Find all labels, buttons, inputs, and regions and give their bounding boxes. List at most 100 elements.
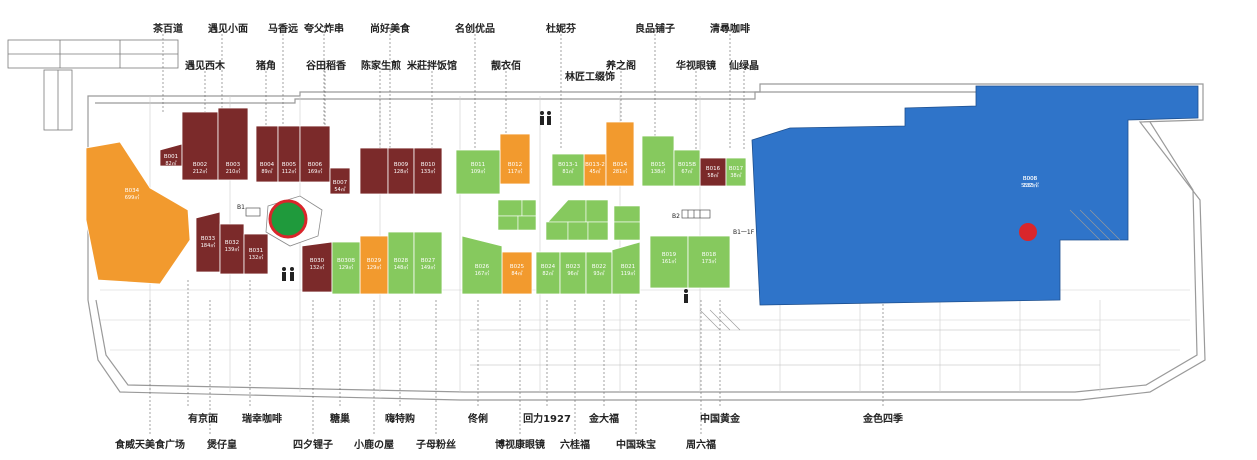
kiosk-b5[interactable] xyxy=(587,221,609,241)
unit-code-b001: B001 xyxy=(164,154,178,160)
unit-b011[interactable] xyxy=(455,149,501,195)
kiosk-c1[interactable] xyxy=(613,205,641,223)
building-outline xyxy=(87,83,1206,401)
top-store-label-3: 夸父炸串 xyxy=(304,24,344,35)
unit-b018[interactable] xyxy=(687,235,731,289)
unit-b013-1[interactable] xyxy=(551,153,585,187)
kiosk-b4[interactable] xyxy=(567,221,589,241)
unit-b031[interactable] xyxy=(243,233,269,275)
unit-code-b012: B012 xyxy=(508,162,522,168)
unit-code-b008: B008 xyxy=(1023,176,1038,182)
unit-area-b004: 89㎡ xyxy=(261,168,272,175)
unit-code-b011: B011 xyxy=(471,162,485,168)
unit-b007[interactable] xyxy=(329,167,351,195)
kiosk-b3[interactable] xyxy=(545,221,569,241)
unit-b014[interactable] xyxy=(605,121,635,187)
unit-area-b021: 119㎡ xyxy=(621,270,636,277)
unit-area-b022: 93㎡ xyxy=(593,270,604,277)
unit-b009[interactable] xyxy=(387,147,415,195)
unit-b025[interactable] xyxy=(501,251,533,295)
unit-area-b025: 84㎡ xyxy=(511,270,522,277)
unit-b015b[interactable] xyxy=(673,149,701,187)
bottom-store-label-14: 博视康眼镜 xyxy=(495,440,545,451)
escalator-structure xyxy=(7,39,179,131)
unit-b008b[interactable] xyxy=(359,147,389,195)
unit-b032[interactable] xyxy=(219,223,245,275)
unit-area-b001: 82㎡ xyxy=(165,160,176,167)
unit-code-b015: B015 xyxy=(651,162,666,168)
top-store-label-15: 养之阁 xyxy=(606,61,636,72)
bottom-store-label-8: 金色四季 xyxy=(863,414,903,425)
unit-b016[interactable] xyxy=(699,157,727,187)
unit-b002[interactable] xyxy=(181,111,219,181)
top-store-label-9: 遇见西木 xyxy=(185,61,225,72)
kiosk-c2[interactable] xyxy=(613,221,641,241)
unit-code-b030b: B030B xyxy=(337,258,355,264)
unit-code-b022: B022 xyxy=(592,264,606,270)
unit-code-b004: B004 xyxy=(260,162,275,168)
unit-b012[interactable] xyxy=(499,133,531,185)
unit-b027[interactable] xyxy=(413,231,443,295)
kiosk-a1[interactable] xyxy=(497,199,523,217)
bottom-store-label-7: 中国黄金 xyxy=(700,414,740,425)
fountain xyxy=(265,195,323,247)
top-store-label-14: 靓衣佰 xyxy=(491,61,521,72)
unit-area-b015b: 67㎡ xyxy=(681,168,692,175)
top-store-label-10: 猪角 xyxy=(256,61,276,72)
bottom-store-label-12: 小鹿の屋 xyxy=(354,440,394,451)
restroom-icons xyxy=(282,111,688,303)
unit-code-b010: B010 xyxy=(421,162,436,168)
food-units xyxy=(159,107,727,293)
kiosk-a4[interactable] xyxy=(517,215,537,231)
bottom-store-label-17: 周六福 xyxy=(686,440,716,451)
kiosk-a3[interactable] xyxy=(497,215,519,231)
unit-b026[interactable] xyxy=(461,235,503,295)
unit-area-b030: 132㎡ xyxy=(310,264,325,271)
top-store-label-5: 名创优品 xyxy=(455,24,495,35)
unit-area-b005: 112㎡ xyxy=(282,168,297,175)
kiosk-b2[interactable] xyxy=(585,199,609,223)
kiosk-b1[interactable] xyxy=(547,199,587,223)
unit-b010[interactable] xyxy=(413,147,443,195)
bottom-store-label-3: 嗨特购 xyxy=(385,414,415,425)
unit-b008[interactable] xyxy=(751,85,1199,306)
unit-b034[interactable] xyxy=(85,141,191,285)
unit-code-b016: B016 xyxy=(706,166,721,172)
unit-code-b032: B032 xyxy=(225,240,239,246)
top-store-label-11: 谷田稻香 xyxy=(306,61,346,72)
unit-b024[interactable] xyxy=(535,251,561,295)
unit-code-b013-1: B013-1 xyxy=(558,162,578,168)
unit-area-b018: 173㎡ xyxy=(702,258,717,265)
bottom-store-label-5: 回力1927 xyxy=(523,414,571,425)
unit-b021[interactable] xyxy=(611,241,641,295)
unit-b028[interactable] xyxy=(387,231,415,295)
unit-code-b017: B017 xyxy=(729,166,744,172)
unit-code-b006: B006 xyxy=(308,162,323,168)
bottom-store-label-13: 子母粉丝 xyxy=(416,440,456,451)
orange-units xyxy=(85,121,635,295)
top-store-label-13: 米莊拌饭馆 xyxy=(407,61,457,72)
unit-b030b[interactable] xyxy=(331,241,361,295)
top-store-label-12: 陈家生煎 xyxy=(361,61,401,72)
top-store-label-7: 良品铺子 xyxy=(635,24,675,35)
hatched-areas xyxy=(699,209,1121,331)
unit-b022[interactable] xyxy=(585,251,613,295)
unit-b019[interactable] xyxy=(649,235,689,289)
unit-b006[interactable] xyxy=(299,125,331,183)
unit-area-b024: 82㎡ xyxy=(542,270,553,277)
unit-code-b015b: B015B xyxy=(678,162,696,168)
unit-b033[interactable] xyxy=(195,211,221,273)
unit-b023[interactable] xyxy=(559,251,587,295)
bottom-store-label-6: 金大福 xyxy=(589,414,619,425)
unit-b017[interactable] xyxy=(725,157,747,187)
unit-area-b034: 699㎡ xyxy=(125,194,140,201)
stair-1f-label: B1一1F xyxy=(733,229,755,236)
bottom-store-label-2: 糖巢 xyxy=(330,414,350,425)
unit-code-b024: B024 xyxy=(541,264,556,270)
bottom-store-label-0: 有京面 xyxy=(188,414,218,425)
kiosk-a2[interactable] xyxy=(521,199,537,217)
unit-b003[interactable] xyxy=(217,107,249,181)
unit-code-b003: B003 xyxy=(226,162,241,168)
unit-b015[interactable] xyxy=(641,135,675,187)
